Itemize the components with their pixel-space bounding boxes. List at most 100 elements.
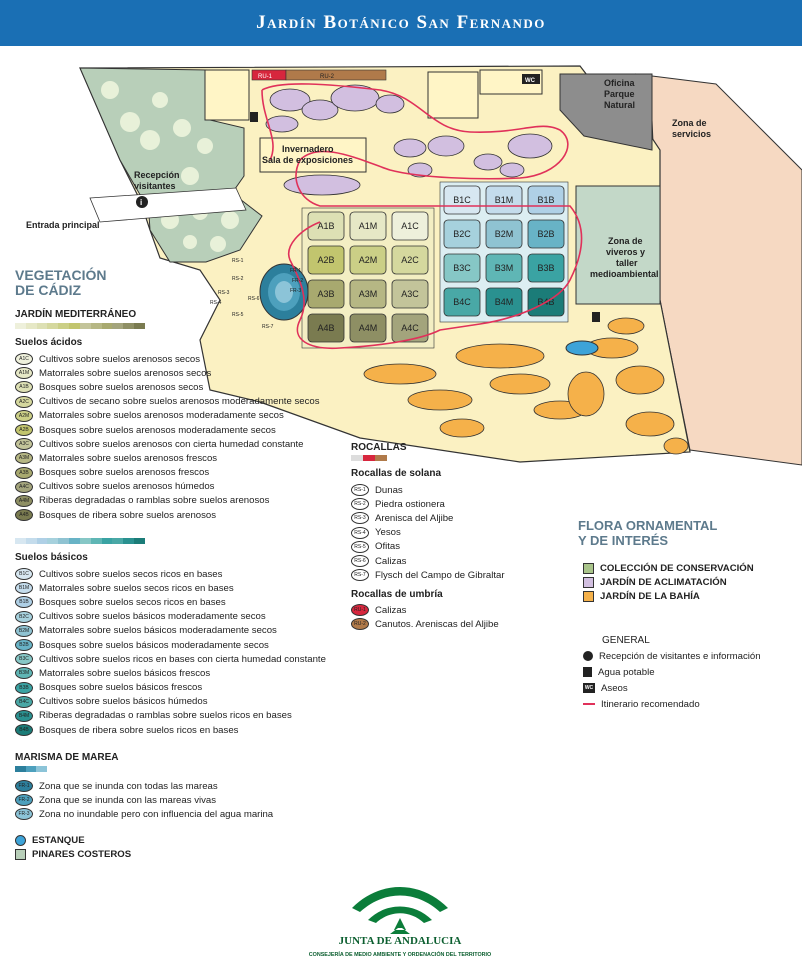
general-label: Agua potable xyxy=(598,666,655,678)
plot-b4c xyxy=(443,287,481,317)
rocallas-color-bar xyxy=(351,455,387,461)
plot-label-a2b: A2B xyxy=(317,255,334,265)
basicos-label: Cultivos sobre suelos secos ricos en bas… xyxy=(39,568,223,580)
marisma-label: Zona que se inunda con todas las mareas xyxy=(39,780,218,792)
flora-title-line1: FLORA ORNAMENTAL xyxy=(578,518,718,533)
solana-label: Flysch del Campo de Gibraltar xyxy=(375,569,505,581)
marisma-bar-segment-3 xyxy=(36,766,48,772)
visitor-info-icon xyxy=(136,196,148,208)
basicos-bar-segment-2 xyxy=(25,538,37,544)
acidos-label: Matorrales sobre suelos arenosos secos xyxy=(39,367,212,379)
acidos-badge-a2b: A2B xyxy=(15,424,33,437)
basicos-bar-segment-3 xyxy=(36,538,48,544)
rocallas-bar-segment-3 xyxy=(375,455,387,461)
plot-label-b3b: B3B xyxy=(537,263,554,273)
basicos-badge-b4m: B4M xyxy=(15,709,33,722)
acidos-badge-a3b: A3B xyxy=(15,466,33,479)
marisma-label: Zona no inundable pero con influencia de… xyxy=(39,808,274,820)
visitor-info-glyph: i xyxy=(140,198,142,207)
legend-pinares: PINARES COSTEROS xyxy=(15,847,131,861)
logo-arc-outer xyxy=(352,887,448,912)
plot-label-b3m: B3M xyxy=(495,263,514,273)
rock-label-rs-3: RS-3 xyxy=(218,290,230,296)
plot-a1b xyxy=(307,211,345,241)
label-oficina-3: Natural xyxy=(604,100,635,110)
label-viveros-3: taller xyxy=(616,258,638,268)
acidos-bar-segment-8 xyxy=(90,323,102,329)
plot-b2c xyxy=(443,219,481,249)
acidos-badge-a1c: A1C xyxy=(15,353,33,366)
logo-name: JUNTA DE ANDALUCIA xyxy=(339,935,462,947)
label-viveros-1: Zona de xyxy=(608,236,643,246)
plot-label-a3c: A3C xyxy=(401,289,419,299)
rocallas-bar-segment-1 xyxy=(351,455,363,461)
page-title: Jardín Botánico San Fernando xyxy=(256,12,546,33)
flora-label: COLECCIÓN DE CONSERVACIÓN xyxy=(600,562,754,574)
acidos-bar-segment-2 xyxy=(25,323,37,329)
plot-label-a4b: A4B xyxy=(317,323,334,333)
fr-label-fr-3: FR-3 xyxy=(290,288,301,294)
acidos-title: Suelos ácidos xyxy=(15,337,83,348)
label-oficina-1: Oficina xyxy=(604,78,636,88)
plot-b4m xyxy=(485,287,523,317)
general-label: Recepción de visitantes e información xyxy=(599,650,761,662)
basicos-bar-segment-7 xyxy=(79,538,91,544)
basicos-label: Cultivos sobre suelos básicos húmedos xyxy=(39,696,208,708)
estanque xyxy=(565,340,599,356)
flora-swatch-2 xyxy=(583,576,594,588)
water-icon xyxy=(583,667,592,677)
basicos-badge-b3c: B3C xyxy=(15,653,33,666)
plot-a4m xyxy=(349,313,387,343)
logo-figure xyxy=(390,918,410,934)
plot-label-b2m: B2M xyxy=(495,229,514,239)
info-icon xyxy=(583,651,593,661)
fr-label-fr-2: FR-2 xyxy=(292,278,303,284)
estanque-swatch xyxy=(15,834,26,846)
acidos-bar-segment-5 xyxy=(58,323,70,329)
plot-label-a4m: A4M xyxy=(359,323,378,333)
label-viveros-4: medioambiental xyxy=(590,269,659,279)
plot-label-b1b: B1B xyxy=(537,195,554,205)
basicos-label: Bosques sobre suelos secos ricos en base… xyxy=(39,596,226,608)
solana-badge-rs-3: RS-3 xyxy=(351,512,369,525)
plot-label-b4m: B4M xyxy=(495,297,514,307)
plot-label-b3c: B3C xyxy=(453,263,471,273)
acidos-bar-segment-3 xyxy=(36,323,48,329)
water-icon-map-1 xyxy=(250,112,258,122)
acidos-bar-segment-11 xyxy=(123,323,135,329)
plot-b3m xyxy=(485,253,523,283)
rockery-labels: RS-1RS-2RS-3RS-4RS-5RS-6RS-7FR-1FR-2FR-3 xyxy=(210,258,303,330)
acidos-badge-a4c: A4C xyxy=(15,480,33,493)
building-north-1 xyxy=(204,69,250,121)
basicos-bar-segment-6 xyxy=(69,538,80,544)
basicos-label: Bosques sobre suelos básicos frescos xyxy=(39,682,203,694)
plot-a1c xyxy=(391,211,429,241)
basicos-label: Matorrales sobre suelos básicos moderada… xyxy=(39,625,277,637)
basicos-badge-b3m: B3M xyxy=(15,667,33,680)
acidos-badge-a2m: A2M xyxy=(15,409,33,422)
basicos-title: Suelos básicos xyxy=(15,552,88,563)
plot-label-a3m: A3M xyxy=(359,289,378,299)
plot-label-a1c: A1C xyxy=(401,221,419,231)
acidos-badge-a4b: A4B xyxy=(15,509,33,522)
header-bar: Jardín Botánico San Fernando xyxy=(0,0,802,46)
basicos-badge-b1b: B1B xyxy=(15,596,33,609)
rock-label-rs-7: RS-7 xyxy=(262,324,274,330)
basicos-bar-segment-1 xyxy=(15,538,26,544)
entrance-path xyxy=(89,187,247,223)
office-zone xyxy=(559,73,653,151)
rock-label-rs-1: RS-1 xyxy=(232,258,244,264)
